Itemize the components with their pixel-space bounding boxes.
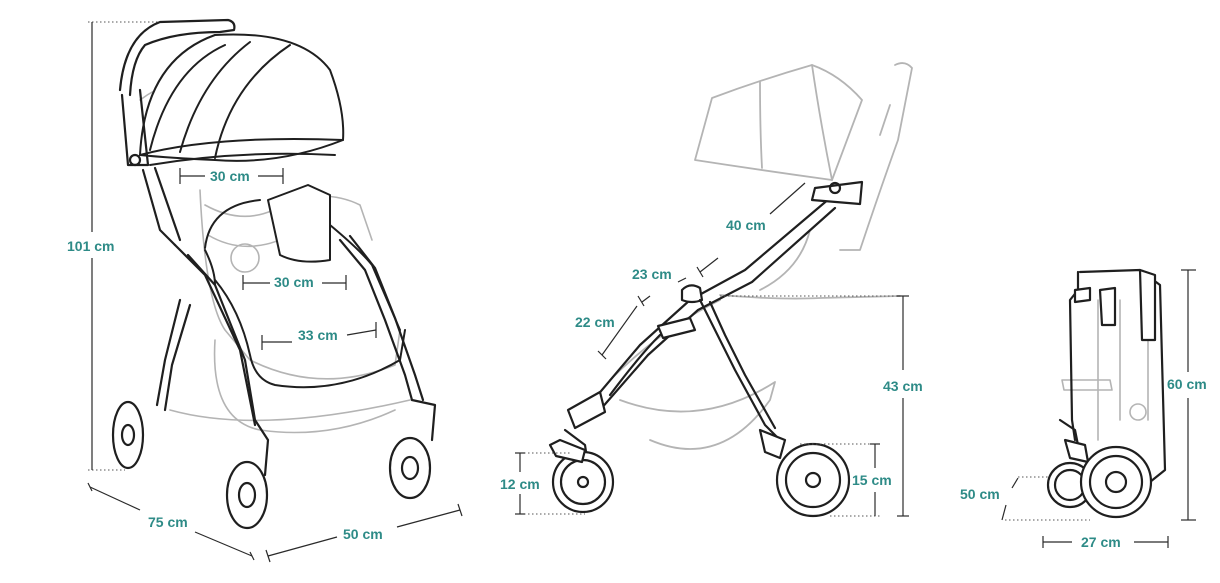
rear-wheel-label: 15 cm [852,472,892,488]
length-label: 75 cm [148,514,188,530]
front-wheel-label: 12 cm [500,476,540,492]
height-label: 101 cm [67,238,114,254]
seat-height-label: 43 cm [883,378,923,394]
folded-length-label: 50 cm [960,486,1000,502]
front-view-stroller: 101 cm 30 cm 30 cm 33 cm 75 cm [67,18,463,563]
legrest-length-label: 22 cm [575,314,615,330]
width-label: 50 cm [343,526,383,542]
backrest-length-label: 40 cm [726,217,766,233]
folded-width-label: 27 cm [1081,534,1121,550]
height-dimension-line [88,21,160,471]
seat-back-width-label: 30 cm [210,168,250,184]
folded-wheels [1046,445,1153,519]
seat-width-label: 30 cm [274,274,314,290]
seat-length-label: 23 cm [632,266,672,282]
front-wheels [111,400,432,530]
folded-height-label: 60 cm [1167,376,1207,392]
seat-depth-label: 33 cm [298,327,338,343]
side-view-stroller: 40 cm 23 cm 22 cm 43 cm [500,62,923,518]
side-wheels [548,438,851,518]
folded-view-stroller: 60 cm 50 cm 27 cm [960,268,1207,550]
